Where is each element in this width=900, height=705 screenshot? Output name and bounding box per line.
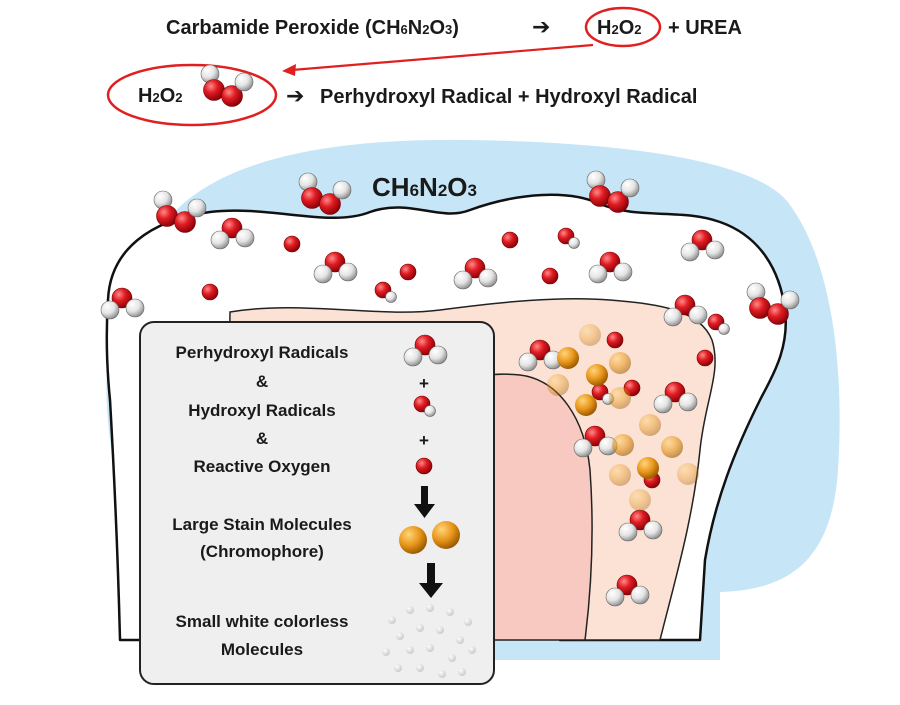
- legend-stain-line-2: (Chromophore): [200, 542, 324, 561]
- eq1-sub3: 3: [445, 22, 452, 37]
- reactive-oxygen: [696, 349, 714, 367]
- arrow-down-icon: [414, 486, 435, 518]
- chromophore-molecule: [609, 352, 631, 374]
- reactive-oxygen-icon: [415, 457, 433, 475]
- chromophore-molecule: [586, 364, 608, 386]
- eq1-product-h: H: [597, 17, 611, 39]
- eq1-sub2: 2: [422, 22, 429, 37]
- equation-2: H2O2 ➔ Perhydroxyl Radical + Hydroxyl Ra…: [106, 63, 697, 127]
- chromophore-molecule: [612, 434, 634, 456]
- arrow-right-icon: ➔: [532, 14, 550, 39]
- eq2-h: H: [138, 85, 152, 107]
- chromophore-molecule: [661, 436, 683, 458]
- reactive-oxygen: [606, 331, 624, 349]
- eq1-sub1: 6: [401, 22, 408, 37]
- reactive-oxygen: [399, 263, 417, 281]
- h2o2-molecule-ring: [106, 63, 278, 127]
- chromophore-molecule: [629, 489, 651, 511]
- legend-perhydroxyl-label: Perhydroxyl Radicals: [176, 343, 349, 362]
- reactive-oxygen: [501, 231, 519, 249]
- legend-stain-line-1: Large Stain Molecules: [172, 515, 352, 534]
- arrow-right-icon: ➔: [286, 83, 304, 108]
- legend-small-line-1: Small white colorless: [176, 612, 349, 631]
- svg-text:H2O2: H2O2: [138, 85, 182, 107]
- chromophore-molecule: [609, 387, 631, 409]
- legend-plus-1: +: [419, 374, 429, 393]
- chromophore-molecule: [677, 463, 699, 485]
- eq2-sub1: 2: [152, 90, 159, 105]
- chromophore-molecule: [609, 464, 631, 486]
- arrow-down-icon: [419, 563, 443, 598]
- chromophore-icon: [432, 521, 460, 549]
- eq1-product-sub2: 2: [634, 22, 641, 37]
- equation-1: Carbamide Peroxide (CH6N2O3) ➔ H2O2 + UR…: [166, 6, 742, 48]
- chromophore-molecule: [579, 324, 601, 346]
- legend-plus-2: +: [419, 431, 429, 450]
- chromophore-molecule: [637, 457, 659, 479]
- eq2-o: O: [160, 85, 176, 107]
- eq1-mid2: O: [429, 17, 445, 39]
- eq1-mid1: N: [408, 17, 422, 39]
- eq1-reactant: Carbamide Peroxide (CH: [166, 17, 401, 39]
- eq1-product-o: O: [619, 17, 635, 39]
- chromophore-molecule: [547, 374, 569, 396]
- eq1-plus-urea: + UREA: [668, 17, 742, 39]
- reactive-oxygen: [541, 267, 559, 285]
- eq2-sub2: 2: [175, 90, 182, 105]
- connector-arrow: [282, 43, 594, 76]
- legend-small-line-2: Molecules: [221, 640, 303, 659]
- reactive-oxygen: [201, 283, 219, 301]
- eq1-product-sub1: 2: [611, 22, 618, 37]
- eq2-products: Perhydroxyl Radical + Hydroxyl Radical: [320, 86, 697, 108]
- legend-panel: Perhydroxyl Radicals & + Hydroxyl Radica…: [139, 321, 495, 685]
- legend-hydroxyl-label: Hydroxyl Radicals: [188, 401, 335, 420]
- small-white-molecules-icon: [382, 604, 476, 678]
- chromophore-molecule: [557, 347, 579, 369]
- svg-text:H2O2: H2O2: [597, 17, 641, 39]
- chromophore-cluster: [547, 324, 699, 511]
- reactive-oxygen: [283, 235, 301, 253]
- eq1-close: ): [452, 17, 459, 39]
- legend-amp-2: &: [256, 429, 268, 448]
- svg-text:Carbamide Peroxide (CH6N2O3): Carbamide Peroxide (CH6N2O3): [166, 17, 459, 39]
- chromophore-icon: [399, 526, 427, 554]
- h2o2-highlight-ring: [584, 6, 662, 48]
- chromophore-molecule: [575, 394, 597, 416]
- legend-reactive-label: Reactive Oxygen: [193, 457, 330, 476]
- chromophore-molecule: [639, 414, 661, 436]
- formula-label: CH6N2O3: [372, 172, 477, 202]
- legend-amp-1: &: [256, 372, 268, 391]
